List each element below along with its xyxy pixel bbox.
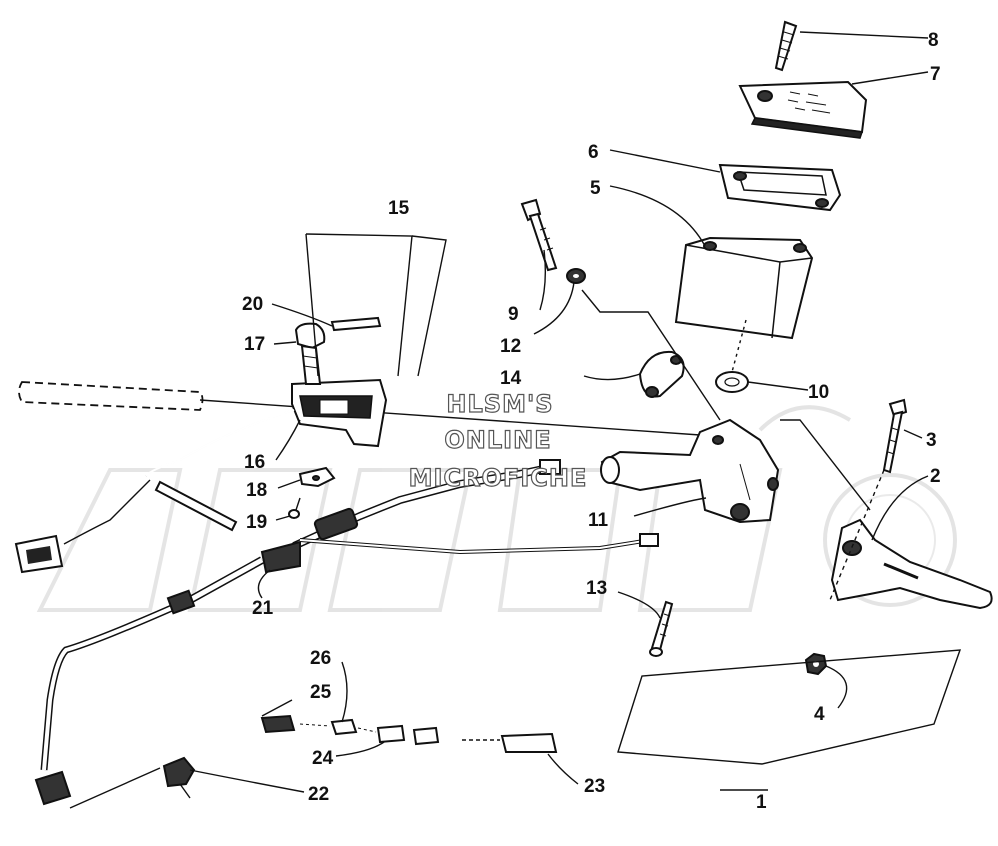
washer-part-12: [566, 268, 586, 284]
callout-12: 12: [500, 336, 521, 357]
watermark-line-3: MICROFICHE: [409, 464, 588, 492]
callout-24: 24: [312, 748, 334, 769]
callout-9: 9: [508, 304, 519, 325]
callout-15: 15: [388, 198, 410, 219]
callout-1: 1: [756, 792, 767, 813]
callout-7: 7: [930, 64, 941, 85]
handlebar: [18, 381, 701, 436]
callout-26: 26: [310, 648, 331, 669]
callout-10: 10: [808, 382, 829, 403]
callout-5: 5: [590, 178, 601, 199]
watermark-line-1: HLSM'S: [446, 390, 553, 418]
leader-lines: [69, 31, 962, 809]
switch-harness: [14, 409, 295, 574]
callout-19: 19: [246, 512, 267, 533]
nut-part-4: [804, 652, 828, 676]
reservoir-part-5: [674, 236, 814, 340]
callout-21: 21: [252, 598, 274, 619]
adjuster-nut-part-22: [162, 756, 196, 799]
decal-part-20: [330, 316, 382, 332]
callout-11: 11: [588, 510, 609, 531]
callout-23: 23: [584, 776, 605, 797]
brake-lever-part-2: [830, 518, 993, 610]
throttle-housing-part-16: [291, 378, 388, 448]
gasket-part-6: [718, 163, 842, 212]
top-screw-part-8: [774, 20, 798, 72]
callout-20: 20: [242, 294, 263, 315]
hlsm-watermark: HLSM'S ONLINE MICROFICHE: [408, 389, 588, 492]
callout-4: 4: [814, 704, 825, 725]
callout-6: 6: [588, 142, 599, 163]
screw-part-13: [649, 600, 674, 657]
watermark-line-2: ONLINE: [444, 426, 551, 454]
bracket-part-18: [298, 466, 336, 488]
callout-3: 3: [926, 430, 937, 451]
reservoir-cover-part-7: [738, 80, 868, 139]
boot-part-17: [294, 322, 326, 385]
callout-13: 13: [586, 578, 607, 599]
master-cylinder-part-11: [600, 418, 780, 524]
cable-fittings-parts-23-26: [260, 714, 558, 753]
callout-16: 16: [244, 452, 265, 473]
brake-cable: [299, 533, 659, 555]
callout-8: 8: [928, 30, 939, 51]
clamp-part-14: [638, 350, 685, 398]
washer-part-10: [715, 371, 749, 393]
callout-17: 17: [244, 334, 265, 355]
callout-18: 18: [246, 480, 267, 501]
throttle-cable-part-21: [34, 459, 561, 806]
callout-25: 25: [310, 682, 332, 703]
bolt-part-9: [520, 198, 558, 272]
callout-2: 2: [930, 466, 941, 487]
callout-labels: 8 7 6 5 15 20 17 9 12 14 10 3 2 16 18 19…: [242, 30, 941, 813]
bolt-part-3: [882, 398, 908, 474]
screw-part-19: [288, 497, 301, 519]
callout-22: 22: [308, 784, 329, 805]
callout-14: 14: [500, 368, 522, 389]
